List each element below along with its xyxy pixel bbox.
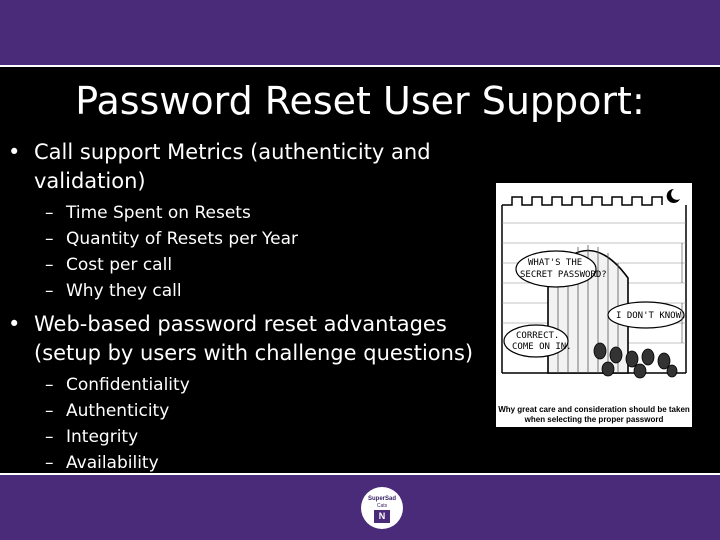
cartoon-caption: Why great care and consideration should …	[496, 401, 692, 427]
list-item: –Quantity of Resets per Year	[45, 229, 299, 249]
bullet-web-reset: • Web-based password reset advantages (s…	[8, 310, 488, 368]
logo-line1: SuperSad	[367, 496, 396, 502]
supersad-cats-logo: SuperSad Cats N	[361, 487, 403, 529]
slide-content: • Call support Metrics (authenticity and…	[8, 138, 488, 482]
slide-title: Password Reset User Support:	[75, 79, 645, 123]
logo-line2: Cats	[376, 503, 388, 509]
list-item: –Authenticity	[45, 401, 170, 421]
list-item: –Time Spent on Resets	[45, 203, 251, 223]
list-item: –Availability	[45, 453, 159, 473]
bullet-symbol: •	[8, 140, 21, 164]
bullet-call-support: • Call support Metrics (authenticity and…	[8, 138, 488, 196]
top-banner	[0, 0, 720, 67]
bubble-text: COME ON IN.	[512, 342, 572, 352]
castle-illustration: WHAT'S THE SECRET PASSWORD? I DON'T KNOW…	[496, 183, 692, 401]
bullet-text: Call support Metrics (authenticity and v…	[34, 140, 431, 193]
moon-icon	[666, 188, 680, 203]
castle-cartoon: WHAT'S THE SECRET PASSWORD? I DON'T KNOW…	[496, 183, 692, 427]
bullet-symbol: •	[8, 312, 21, 336]
list-item: –Integrity	[45, 427, 139, 447]
bottom-banner	[0, 473, 720, 540]
list-item: –Cost per call	[45, 255, 173, 275]
bubble-text: CORRECT.	[516, 331, 559, 341]
bubble-text: SECRET PASSWORD?	[520, 270, 607, 280]
bubble-text: WHAT'S THE	[528, 258, 582, 268]
list-item: –Confidentiality	[45, 375, 190, 395]
bullet-text: Web-based password reset advantages (set…	[34, 312, 474, 365]
sub-list-web-reset: –Confidentiality –Authenticity –Integrit…	[8, 372, 488, 476]
list-item: –Why they call	[45, 281, 182, 301]
crowd	[593, 342, 678, 379]
sub-list-call-support: –Time Spent on Resets –Quantity of Reset…	[8, 200, 488, 304]
bubble-text: I DON'T KNOW.	[616, 311, 686, 321]
logo-letter: N	[374, 510, 390, 523]
